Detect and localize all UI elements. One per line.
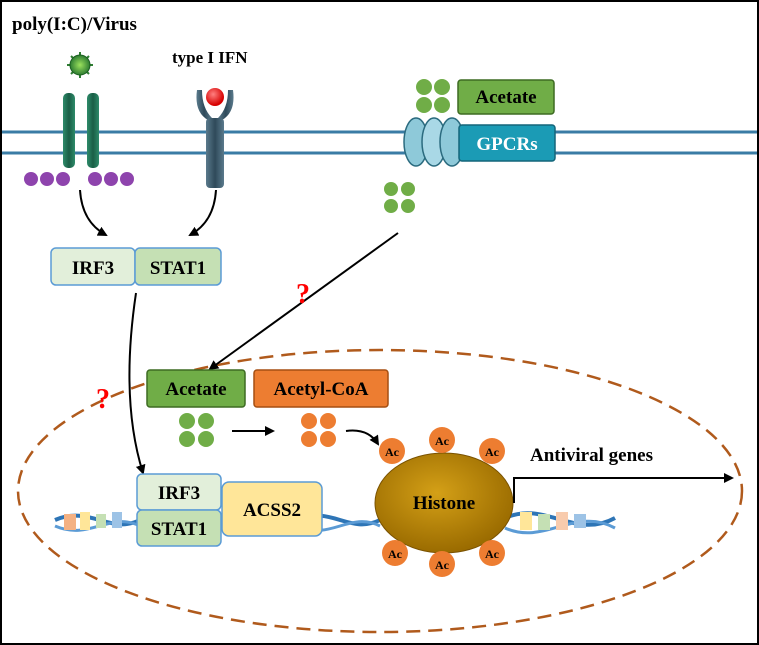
- stimulus-label: poly(I:C)/Virus: [12, 14, 137, 35]
- virus-icon: [67, 52, 93, 78]
- irf3-cytoplasm-label: IRF3: [72, 258, 114, 279]
- ac-mark: [382, 540, 408, 566]
- arrow-ifn-to-stat1: [188, 189, 217, 236]
- histone-label: Histone: [413, 493, 475, 514]
- acetate-outside-label: Acetate: [475, 87, 536, 108]
- stat1-nucleus-label: STAT1: [151, 519, 207, 540]
- ac-mark-label: Ac: [435, 434, 450, 448]
- stat1-nucleus-box: [136, 509, 222, 547]
- ac-mark-label: Ac: [388, 547, 403, 561]
- ac-mark-label: Ac: [435, 558, 450, 572]
- antiviral-genes-label: Antiviral genes: [530, 445, 653, 466]
- arrow-antiviral-genes: [513, 473, 734, 503]
- acetyl-marks: Ac Ac Ac Ac Ac Ac: [379, 427, 505, 577]
- ac-mark: [479, 540, 505, 566]
- acetate-nucleus-dots: [179, 413, 214, 447]
- gpcr-channel: [403, 117, 465, 167]
- adaptor-proteins: [24, 172, 134, 186]
- acetate-cytoplasm-dots: [384, 182, 415, 213]
- ifn-label: type I IFN: [172, 48, 248, 67]
- ifn-ligand: [206, 88, 224, 106]
- pattern-receptor: [63, 93, 99, 168]
- acss2-box: [221, 481, 323, 537]
- acetate-nucleus-label: Acetate: [165, 379, 226, 400]
- cell-membrane: [2, 130, 757, 155]
- acetyl-coa-box: [253, 369, 389, 408]
- arrow-receptor-to-irf3: [79, 189, 108, 236]
- stat1-cytoplasm-label: STAT1: [150, 258, 206, 279]
- ifn-receptor: [196, 90, 234, 188]
- acetate-outside-dots: [416, 79, 450, 113]
- ac-mark-label: Ac: [485, 547, 500, 561]
- ac-mark: [479, 438, 505, 464]
- arrow-stat1-to-nucleus: [128, 292, 146, 475]
- acetate-nucleus-box: [146, 369, 246, 408]
- ac-mark: [429, 551, 455, 577]
- question-mark-2: ?: [96, 384, 110, 415]
- gpcrs-box: [458, 124, 556, 162]
- question-mark-1: ?: [296, 279, 310, 310]
- arrow-acetylcoa-to-histone: [345, 429, 380, 446]
- irf3-nucleus-label: IRF3: [158, 483, 200, 504]
- acetyl-coa-dots: [301, 413, 336, 447]
- ac-mark: [429, 427, 455, 453]
- acetyl-coa-label: Acetyl-CoA: [274, 379, 369, 400]
- stat1-cytoplasm-box: [134, 247, 222, 286]
- ac-mark: [379, 438, 405, 464]
- acss2-label: ACSS2: [243, 500, 301, 521]
- gpcrs-label: GPCRs: [476, 134, 537, 155]
- ac-mark-label: Ac: [385, 445, 400, 459]
- acetate-outside-box: [457, 79, 555, 115]
- ac-mark-label: Ac: [485, 445, 500, 459]
- arrow-acetate-to-nucleus: [208, 232, 399, 371]
